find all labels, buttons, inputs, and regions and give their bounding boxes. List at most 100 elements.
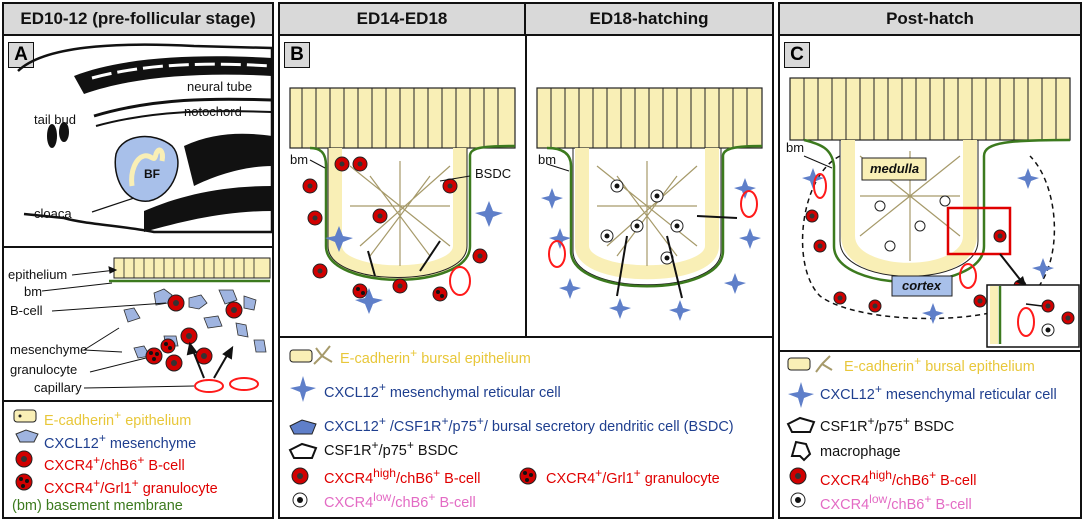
bm-pointer-b1 <box>309 159 326 169</box>
panel-b-header-right: ED18-hatching <box>526 4 772 36</box>
divider-b <box>280 336 772 338</box>
follicle-posthatch <box>789 77 1071 324</box>
epithelium-label: epithelium <box>8 267 68 282</box>
capillary-c1 <box>813 173 827 199</box>
panel-a: ED10-12 (pre-follicular stage) A BF tail… <box>2 2 274 519</box>
zoom-arrow <box>999 253 1023 283</box>
reticular-cells-b2 <box>541 178 761 321</box>
epithelium-cell-icon <box>787 357 811 371</box>
macrophage-icon <box>790 440 812 462</box>
capillary-c2 <box>959 263 977 289</box>
reticular-cell-icon <box>788 382 814 408</box>
mesenchyme-detail <box>41 257 271 393</box>
reticular-epithelial-icon <box>313 345 333 365</box>
legend-b-granulocyte: CXCR4+/Grl1+ granulocyte <box>546 466 720 487</box>
legend-a-epithelium: E-cadherin+ epithelium <box>44 408 192 429</box>
legend-b-bcell-high: CXCR4high/chB6+ B-cell <box>324 466 481 487</box>
legend-b-reticular: CXCL12+ mesenchymal reticular cell <box>324 380 561 401</box>
low-b-cells-c <box>874 195 951 252</box>
neural-tube-band <box>74 56 272 94</box>
legend-c-bcell-high: CXCR4high/chB6+ B-cell <box>820 468 977 489</box>
tail-bud-label: tail bud <box>34 112 76 127</box>
panel-b-letter: B <box>284 42 310 68</box>
legend-c-epithelium: E-cadherin+ bursal epithelium <box>844 354 1035 375</box>
follicle-wall-outline <box>327 148 468 278</box>
granulocytes <box>145 338 176 365</box>
mesenchyme-cells <box>123 288 267 359</box>
capillary-label: capillary <box>34 380 82 395</box>
legend-c-macrophage: macrophage <box>820 444 901 460</box>
reticular-network <box>349 161 451 266</box>
divider-c <box>780 350 1080 352</box>
capillary-b2a <box>548 240 566 268</box>
panel-a-header: ED10-12 (pre-follicular stage) <box>4 4 272 36</box>
panel-b-header-left: ED14-ED18 <box>280 4 526 36</box>
cortex-outline <box>801 155 1056 320</box>
mesenchyme-cell-icon <box>15 429 39 443</box>
bsdc-black-icon <box>786 416 816 433</box>
divider-a2 <box>4 400 272 402</box>
bsdc-blue-icon <box>289 419 317 435</box>
tail-bud-shape-2 <box>59 122 69 142</box>
bm-label-c: bm <box>786 140 805 155</box>
arrows-b2 <box>616 215 738 299</box>
capillary-b2b <box>740 190 758 218</box>
follicle-ed18 <box>536 87 763 321</box>
notochord-line-2 <box>95 110 272 127</box>
bsdc-label: BSDC <box>475 166 512 181</box>
basement-membrane-b2 <box>546 144 763 288</box>
legend-b-bcell-low: CXCR4low/chB6+ B-cell <box>324 490 476 511</box>
legend-a-mesenchyme: CXCL12+ mesenchyme <box>44 431 197 452</box>
b-cells <box>165 294 243 372</box>
zoom-box <box>946 206 1012 256</box>
label-pointers <box>41 266 195 389</box>
bm-label-b2: bm <box>538 152 557 167</box>
epithelium-top <box>289 87 516 149</box>
panel-b-title-right: ED18-hatching <box>589 9 709 28</box>
bm-label-a: bm <box>24 284 43 299</box>
b-cell-label: B-cell <box>10 303 43 318</box>
medulla-box <box>861 157 927 181</box>
legend-a-icons <box>13 409 39 491</box>
panel-a-title: ED10-12 (pre-follicular stage) <box>20 9 256 28</box>
legend-c-icons <box>786 355 833 508</box>
bsdc-black-icon <box>288 442 318 459</box>
panel-a-letter: A <box>8 42 34 68</box>
embryo-sketch: BF <box>17 43 272 234</box>
legend-c-reticular: CXCL12+ mesenchymal reticular cell <box>820 382 1057 403</box>
epithelium-cell-icon <box>13 409 37 423</box>
panel-c-title: Post-hatch <box>886 9 974 28</box>
legend-a-bcell: CXCR4+/chB6+ B-cell <box>44 453 185 474</box>
bf-label: BF <box>144 167 160 181</box>
bf-epithelium-squiggle <box>129 147 165 187</box>
epithelium-row <box>113 257 271 279</box>
reticular-cells-c <box>802 168 1054 324</box>
epithelium-cell-icon <box>289 349 313 363</box>
divider-a1 <box>4 246 272 248</box>
cloaca-tract <box>144 186 272 232</box>
panel-c-header: Post-hatch <box>780 4 1080 36</box>
lower-tissue <box>184 133 272 186</box>
panel-b-title-left: ED14-ED18 <box>356 9 448 28</box>
capillary-b1 <box>449 266 471 296</box>
legend-c-bsdc: CSF1R+/p75+ BSDC <box>820 414 955 435</box>
cloaca-label: cloaca <box>34 206 72 221</box>
legend-b-icons <box>288 345 537 508</box>
neural-tube-inner <box>91 62 272 80</box>
embryo-outline <box>17 43 272 234</box>
legend-c-bcell-low: CXCR4low/chB6+ B-cell <box>820 492 972 513</box>
follicle-wall <box>328 148 467 280</box>
medulla-label: medulla <box>870 161 920 176</box>
notochord-label: notochord <box>184 104 242 119</box>
tail-bud-shape-1 <box>47 124 57 148</box>
granulocyte-label: granulocyte <box>10 362 78 377</box>
legend-a-bm: (bm) basement membrane <box>12 498 183 514</box>
neural-tube-label: neural tube <box>187 79 253 94</box>
reticular-cells-b1 <box>325 201 503 314</box>
zoom-inset <box>986 284 1080 348</box>
legend-b-bsdc-black: CSF1R+/p75+ BSDC <box>324 438 459 459</box>
cortex-label: cortex <box>902 278 942 293</box>
migration-arrows <box>186 341 234 379</box>
legend-b-epithelium: E-cadherin+ bursal epithelium <box>340 346 531 367</box>
panel-b: ED14-ED18 ED18-hatching B <box>278 2 774 519</box>
